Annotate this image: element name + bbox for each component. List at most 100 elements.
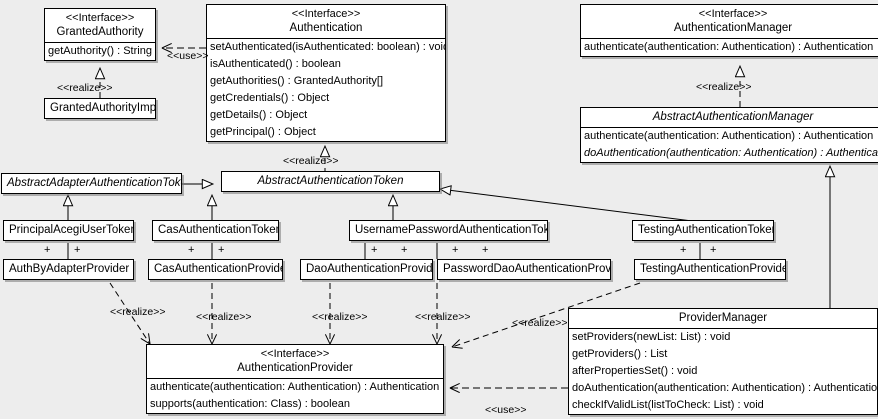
association-marker-plus: + bbox=[218, 244, 225, 256]
stereotype-label: <<Interface>> bbox=[65, 12, 135, 24]
operation: authenticate(authentication: Authenticat… bbox=[584, 130, 874, 142]
association-marker-plus: + bbox=[401, 244, 408, 256]
class-authentication-manager[interactable]: <<Interface>> AuthenticationManager auth… bbox=[580, 4, 878, 57]
edge-label-realize-grantedauthorityimpl: <<realize>> bbox=[57, 82, 113, 94]
class-header: AbstractAdapterAuthenticationToken bbox=[2, 174, 181, 193]
class-header: CasAuthenticationToken bbox=[153, 221, 278, 240]
class-cas-authentication-token[interactable]: CasAuthenticationToken bbox=[152, 220, 279, 241]
class-name: ProviderManager bbox=[678, 312, 768, 324]
edge-label-realize-passworddao: <<realize>> bbox=[415, 311, 471, 323]
association-marker-plus: + bbox=[710, 244, 717, 256]
class-testing-authentication-provider[interactable]: TestingAuthenticationProvider bbox=[634, 259, 786, 280]
class-abstract-authentication-token[interactable]: AbstractAuthenticationToken bbox=[221, 171, 440, 192]
class-name: CasAuthenticationProvider bbox=[154, 263, 283, 275]
operation: isAuthenticated() : boolean bbox=[210, 58, 341, 70]
operation: getAuthority() : String bbox=[48, 45, 152, 57]
operations-compartment: authenticate(authentication: Authenticat… bbox=[581, 39, 878, 56]
operations-compartment: setAuthenticated(isAuthenticated: boolea… bbox=[207, 39, 445, 141]
edge-label-realize-authbyadapter: <<realize>> bbox=[110, 306, 166, 318]
class-header: DaoAuthenticationProvider bbox=[301, 260, 432, 279]
class-principal-acegi-user-token[interactable]: PrincipalAcegiUserToken bbox=[3, 220, 134, 241]
class-name: CasAuthenticationToken bbox=[158, 224, 279, 236]
stereotype-label: <<Interface>> bbox=[291, 8, 361, 20]
generalization-testingauthenticationtoken-abstracttoken bbox=[440, 189, 701, 223]
class-name: AuthenticationProvider bbox=[237, 362, 353, 374]
operation: supports(authentication: Class) : boolea… bbox=[150, 398, 350, 410]
class-header: <<Interface>> AuthenticationManager bbox=[581, 5, 878, 39]
class-name: AbstractAuthenticationToken bbox=[257, 175, 404, 187]
operation: setAuthenticated(isAuthenticated: boolea… bbox=[210, 41, 446, 53]
class-username-password-authentication-token[interactable]: UsernamePasswordAuthenticationToken bbox=[349, 220, 548, 241]
class-provider-manager[interactable]: ProviderManager setProviders(newList: Li… bbox=[568, 308, 878, 415]
class-authentication-provider[interactable]: <<Interface>> AuthenticationProvider aut… bbox=[146, 344, 444, 414]
operation: authenticate(authentication: Authenticat… bbox=[584, 41, 874, 53]
association-marker-plus: + bbox=[452, 244, 459, 256]
class-header: TestingAuthenticationProvider bbox=[635, 260, 785, 279]
class-abstract-adapter-authentication-token[interactable]: AbstractAdapterAuthenticationToken bbox=[1, 173, 182, 194]
class-name: AbstractAdapterAuthenticationToken bbox=[7, 177, 182, 189]
association-marker-plus: + bbox=[74, 244, 81, 256]
operations-compartment: getAuthority() : String bbox=[45, 43, 155, 60]
class-header: <<Interface>> GrantedAuthority bbox=[45, 9, 155, 43]
edge-label-realize-testing: <<realize>> bbox=[512, 317, 568, 329]
class-name: PasswordDaoAuthenticationProvider bbox=[443, 263, 611, 275]
edge-label-use-authentication-grantedauthority: <<use>> bbox=[167, 50, 209, 62]
class-name: PrincipalAcegiUserToken bbox=[9, 224, 134, 236]
class-name: DaoAuthenticationProvider bbox=[306, 263, 433, 275]
class-name: GrantedAuthority bbox=[56, 26, 144, 38]
class-dao-authentication-provider[interactable]: DaoAuthenticationProvider bbox=[300, 259, 433, 280]
association-marker-plus: + bbox=[680, 244, 687, 256]
stereotype-label: <<Interface>> bbox=[260, 348, 330, 360]
edge-label-realize-abstractauthenticationmanager: <<realize>> bbox=[696, 81, 752, 93]
class-header: UsernamePasswordAuthenticationToken bbox=[350, 221, 547, 240]
edge-label-realize-cas: <<realize>> bbox=[196, 311, 252, 323]
class-header: <<Interface>> Authentication bbox=[207, 5, 445, 39]
class-abstract-authentication-manager[interactable]: AbstractAuthenticationManager authentica… bbox=[580, 107, 878, 163]
operation: getAuthorities() : GrantedAuthority[] bbox=[210, 75, 384, 87]
class-header: PasswordDaoAuthenticationProvider bbox=[438, 260, 610, 279]
class-header: AbstractAuthenticationManager bbox=[581, 108, 878, 128]
operation: getDetails() : Object bbox=[210, 109, 308, 121]
operations-compartment: setProviders(newList: List) : void getPr… bbox=[569, 329, 877, 414]
class-granted-authority[interactable]: <<Interface>> GrantedAuthority getAuthor… bbox=[44, 8, 156, 61]
operations-compartment: authenticate(authentication: Authenticat… bbox=[581, 128, 878, 162]
class-header: TestingAuthenticationToken bbox=[633, 221, 773, 240]
class-password-dao-authentication-provider[interactable]: PasswordDaoAuthenticationProvider bbox=[437, 259, 611, 280]
operation: authenticate(authentication: Authenticat… bbox=[150, 381, 440, 393]
operation: doAuthentication(authentication: Authent… bbox=[584, 147, 878, 159]
class-authentication[interactable]: <<Interface>> Authentication setAuthenti… bbox=[206, 4, 446, 142]
class-auth-by-adapter-provider[interactable]: AuthByAdapterProvider bbox=[3, 259, 134, 280]
operation: getCredentials() : Object bbox=[210, 92, 330, 104]
class-header: GrantedAuthorityImpl bbox=[45, 99, 155, 118]
association-marker-plus: + bbox=[44, 244, 51, 256]
association-marker-plus: + bbox=[371, 244, 378, 256]
operation: getPrincipal() : Object bbox=[210, 126, 316, 138]
operation: getProviders() : List bbox=[572, 348, 668, 360]
operation: doAuthentication(authentication: Authent… bbox=[572, 382, 878, 394]
class-name: TestingAuthenticationToken bbox=[638, 224, 774, 236]
class-name: GrantedAuthorityImpl bbox=[50, 102, 156, 114]
edge-label-realize-dao: <<realize>> bbox=[312, 311, 368, 323]
class-header: PrincipalAcegiUserToken bbox=[4, 221, 133, 240]
class-name: TestingAuthenticationProvider bbox=[640, 263, 786, 275]
operation: checkIfValidList(listToCheck: List) : vo… bbox=[572, 399, 764, 411]
class-header: <<Interface>> AuthenticationProvider bbox=[147, 345, 443, 379]
class-name: AuthByAdapterProvider bbox=[9, 263, 130, 275]
stereotype-label: <<Interface>> bbox=[698, 8, 768, 20]
class-header: AbstractAuthenticationToken bbox=[222, 172, 439, 191]
class-name: UsernamePasswordAuthenticationToken bbox=[355, 224, 548, 236]
class-header: ProviderManager bbox=[569, 309, 877, 329]
operation: afterPropertiesSet() : void bbox=[572, 365, 698, 377]
association-marker-plus: + bbox=[188, 244, 195, 256]
class-granted-authority-impl[interactable]: GrantedAuthorityImpl bbox=[44, 98, 156, 119]
class-name: Authentication bbox=[289, 22, 363, 34]
class-testing-authentication-token[interactable]: TestingAuthenticationToken bbox=[632, 220, 774, 241]
class-name: AuthenticationManager bbox=[673, 22, 793, 34]
edge-label-realize-abstractauthenticationtoken: <<realize>> bbox=[283, 155, 339, 167]
class-cas-authentication-provider[interactable]: CasAuthenticationProvider bbox=[148, 259, 283, 280]
association-marker-plus: + bbox=[482, 244, 489, 256]
class-header: CasAuthenticationProvider bbox=[149, 260, 282, 279]
edge-label-use-providermanager-authenticationprovider: <<use>> bbox=[485, 404, 527, 416]
class-name: AbstractAuthenticationManager bbox=[652, 111, 814, 123]
